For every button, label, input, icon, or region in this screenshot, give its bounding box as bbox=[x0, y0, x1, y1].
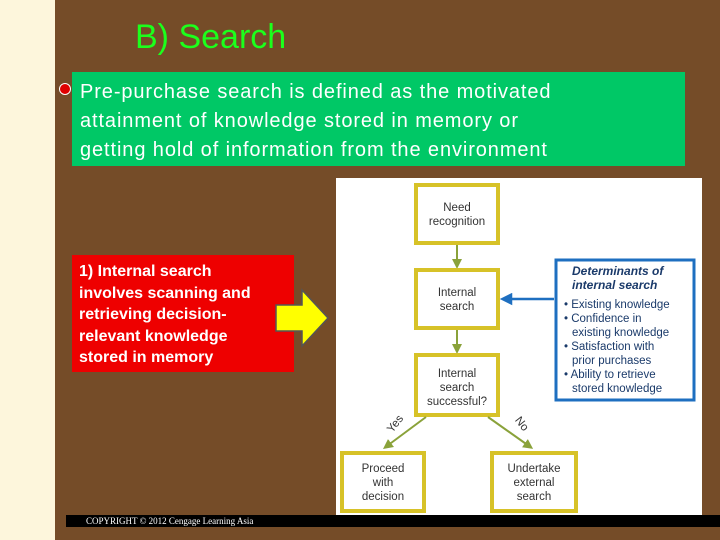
external-line-2: external bbox=[514, 477, 555, 489]
copyright-text: COPYRIGHT © 2012 Cengage Learning Asia bbox=[86, 516, 254, 526]
proceed-line-3: decision bbox=[362, 491, 404, 503]
external-line-3: search bbox=[517, 491, 552, 503]
determinant-item-1: • Existing knowledge bbox=[564, 299, 670, 311]
yes-label: Yes bbox=[385, 413, 406, 435]
internal-search-text: 1) Internal search involves scanning and… bbox=[79, 261, 289, 369]
determinant-item-4: • Ability to retrieve bbox=[564, 369, 656, 381]
proceed-line-2: with bbox=[372, 477, 393, 489]
definition-line-1: Pre-purchase search is defined as the mo… bbox=[80, 81, 552, 103]
determinants-title-2: internal search bbox=[572, 278, 657, 292]
bullet-icon bbox=[59, 83, 71, 95]
determinants-title-1: Determinants of bbox=[572, 264, 664, 278]
question-line-3: successful? bbox=[427, 396, 487, 408]
footer-bar bbox=[66, 515, 720, 527]
determinant-item-2: • Confidence in bbox=[564, 313, 642, 325]
internal-search-line-4: relevant knowledge bbox=[79, 327, 228, 345]
definition-text: Pre-purchase search is defined as the mo… bbox=[80, 78, 680, 165]
definition-box bbox=[72, 72, 685, 166]
determinant-item-3: • Satisfaction with bbox=[564, 341, 654, 353]
internal-search-line-2: involves scanning and bbox=[79, 284, 251, 302]
external-search-node: Undertake external search bbox=[490, 451, 578, 513]
definition-line-2: attainment of knowledge stored in memory… bbox=[80, 110, 519, 132]
internal-search-node-line-1: Internal bbox=[438, 287, 476, 299]
proceed-line-1: Proceed bbox=[362, 463, 405, 475]
search-flowchart: Need recognition Internal search Interna… bbox=[340, 183, 696, 513]
internal-search-box bbox=[72, 255, 294, 372]
internal-search-line-1: 1) Internal search bbox=[79, 263, 212, 280]
question-line-2: search bbox=[440, 382, 475, 394]
definition-line-3: getting hold of information from the env… bbox=[80, 139, 548, 161]
external-line-1: Undertake bbox=[507, 463, 560, 475]
need-recognition-line-2: recognition bbox=[429, 216, 485, 228]
determinant-item-2b: existing knowledge bbox=[572, 327, 669, 339]
internal-search-line-3: retrieving decision- bbox=[79, 306, 227, 323]
question-line-1: Internal bbox=[438, 368, 476, 380]
left-margin-strip bbox=[0, 0, 55, 540]
determinant-item-3b: prior purchases bbox=[572, 355, 652, 367]
need-recognition-line-1: Need bbox=[443, 202, 471, 214]
internal-search-node: Internal search bbox=[414, 268, 500, 330]
arrow-no bbox=[487, 416, 534, 449]
need-recognition-node: Need recognition bbox=[414, 183, 500, 245]
right-arrow-icon bbox=[275, 288, 330, 348]
arrow-yes bbox=[382, 416, 427, 449]
search-successful-node: Internal search successful? bbox=[414, 353, 500, 417]
slide-title: B) Search bbox=[135, 18, 287, 56]
internal-search-node-line-2: search bbox=[440, 301, 475, 313]
determinants-box: Determinants of internal search • Existi… bbox=[554, 258, 696, 402]
no-label: No bbox=[512, 415, 531, 434]
proceed-with-decision-node: Proceed with decision bbox=[340, 451, 426, 513]
determinant-item-4b: stored knowledge bbox=[572, 383, 662, 395]
internal-search-line-5: stored in memory bbox=[79, 349, 214, 366]
